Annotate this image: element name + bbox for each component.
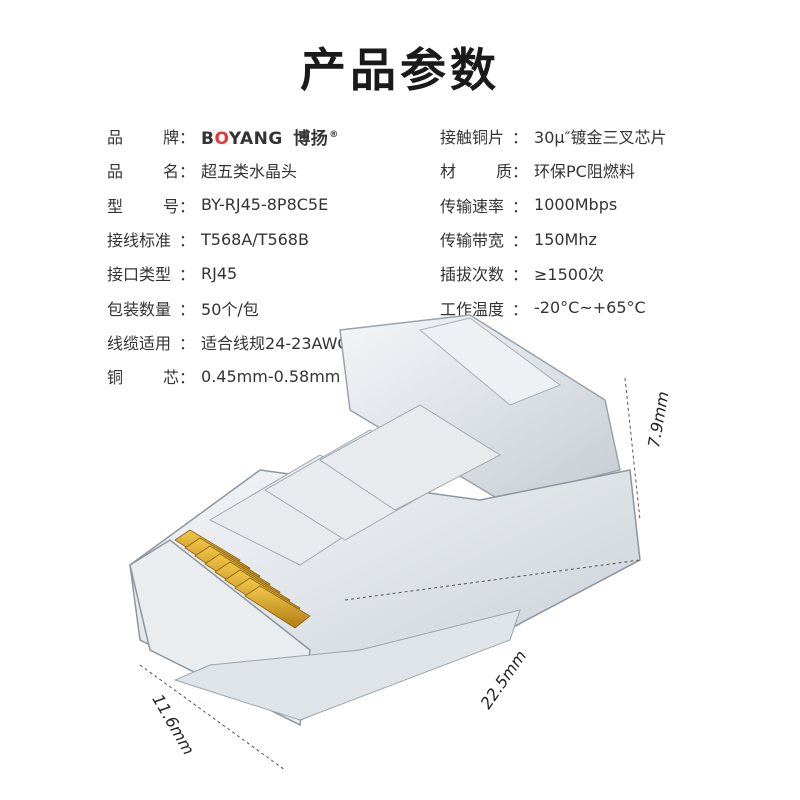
spec-label: 接触铜片 (440, 128, 505, 148)
spec-row-temperature: 工作温度： -20°C~+65°C (440, 290, 667, 324)
spec-value: T568A/T568B (201, 229, 309, 249)
spec-value: 30µ″镀金三叉芯片 (534, 128, 667, 148)
spec-value: 0.45mm-0.58mm (201, 366, 341, 386)
spec-value: 适合线规24-23AWG或 (201, 333, 366, 353)
spec-value: 150Mhz (534, 229, 597, 249)
brand-logo: BOYANG 博扬® (201, 128, 339, 149)
spec-label: 插拔次数 (440, 265, 505, 285)
spec-row-standard: 接线标准： T568A/T568B (107, 222, 366, 256)
spec-row-contact: 接触铜片： 30µ″镀金三叉芯片 (440, 119, 667, 153)
spec-row-cable: 线缆适用： 适合线规24-23AWG或 (107, 325, 366, 359)
spec-row-brand: 品牌： BOYANG 博扬® (107, 119, 366, 153)
spec-row-name: 品名： 超五类水晶头 (107, 153, 366, 187)
spec-list-right: 接触铜片： 30µ″镀金三叉芯片 材质： 环保PC阻燃料 传输速率： 1000M… (440, 119, 667, 325)
spec-label: 工作温度 (440, 299, 505, 319)
spec-row-bandwidth: 传输带宽： 150Mhz (440, 222, 667, 256)
spec-row-model: 型号： BY-RJ45-8P8C5E (107, 195, 329, 216)
spec-value: 50个/包 (201, 299, 259, 319)
spec-label: 线缆适用 (107, 333, 172, 353)
spec-label: 接口类型 (107, 265, 172, 285)
spec-value: BY-RJ45-8P8C5E (201, 195, 329, 215)
spec-label: 接线标准 (107, 231, 172, 251)
spec-row-package: 包装数量： 50个/包 (107, 290, 366, 324)
spec-value: RJ45 (201, 263, 238, 283)
spec-label: 包装数量 (107, 299, 172, 319)
spec-value: 环保PC阻燃料 (534, 162, 635, 182)
spec-list-left: 品牌： BOYANG 博扬® 品名： 超五类水晶头 型号： BY-RJ45-8P… (107, 119, 366, 393)
spec-row-rate: 传输速率： 1000Mbps (440, 188, 667, 222)
page-title: 产品参数 (300, 43, 500, 97)
spec-label: 传输速率 (440, 196, 505, 216)
spec-value: ≥1500次 (534, 265, 605, 285)
spec-value: -20°C~+65°C (534, 298, 646, 318)
spec-row-interface: 接口类型： RJ45 (107, 256, 366, 290)
spec-row-cycles: 插拔次数： ≥1500次 (440, 256, 667, 290)
spec-row-core: 铜芯： 0.45mm-0.58mm (107, 366, 341, 388)
spec-label: 传输带宽 (440, 231, 505, 251)
spec-row-material: 材质： 环保PC阻燃料 (440, 153, 667, 187)
spec-value: 超五类水晶头 (201, 162, 298, 182)
spec-value: 1000Mbps (534, 195, 618, 215)
spec-label-spaced: 品牌 (107, 128, 179, 148)
